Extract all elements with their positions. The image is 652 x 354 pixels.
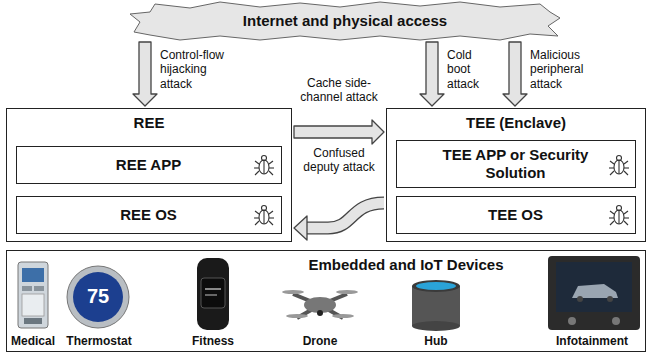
edge-label: Cache side-channel attack [296,76,382,105]
attack-arrow [294,203,384,240]
arrow-shape [294,120,384,144]
environment-box: TEE (Enclave) TEE APP or Security Solutio… [386,108,646,242]
component-box: REE OS [16,196,282,234]
infotainment-device [548,256,640,330]
device-label: Infotainment [556,334,628,348]
bug-icon [254,206,274,226]
node-title: REE OS [120,206,177,224]
fitness-device [197,258,229,330]
device-label: Drone [303,334,338,348]
hub-device [412,280,460,331]
arrow-head [294,216,307,240]
component-box: TEE OS [396,196,636,234]
arrow-body [306,203,384,228]
arrow-outline [306,203,384,228]
attack-arrow [503,42,527,106]
device-label: Thermostat [66,334,131,348]
node-title: TEE APP or Security Solution [436,146,596,182]
node-title: TEE (Enclave) [387,114,645,132]
node-title: REE APP [116,156,181,174]
bug-icon [609,206,629,226]
component-box: TEE APP or Security Solution [396,140,636,188]
arrow-shape [420,42,444,106]
device-label: Hub [424,334,447,348]
edge-label: Control-flow hijacking attack [160,48,240,91]
environment-box: REE REE APP REE OS [6,108,292,242]
thermostat-device [67,266,129,328]
edge-label: Cold boot attack [447,48,489,91]
device-label: Fitness [192,334,234,348]
cloud-path [130,2,560,40]
node-title: Internet and physical access [243,12,447,30]
node-title: Embedded and IoT Devices [7,256,645,274]
attack-arrow [420,42,444,106]
drone-device [282,290,358,318]
bug-icon [254,156,274,176]
bug-icon [609,156,629,176]
device-label: Medical [11,334,55,348]
attack-arrow [294,120,384,144]
attack-arrow [133,42,157,106]
node-title: REE [7,114,291,132]
node-title: TEE OS [488,206,543,224]
edge-label: Malicious peripheral attack [530,48,598,91]
edge-label: Confused deputy attack [300,146,378,175]
cloud-shape: Internet and physical access [130,2,560,40]
medical-device [18,262,48,328]
arrow-shape [503,42,527,106]
component-box: REE APP [16,146,282,184]
display-number: 75 [87,285,109,308]
arrow-shape [133,42,157,106]
